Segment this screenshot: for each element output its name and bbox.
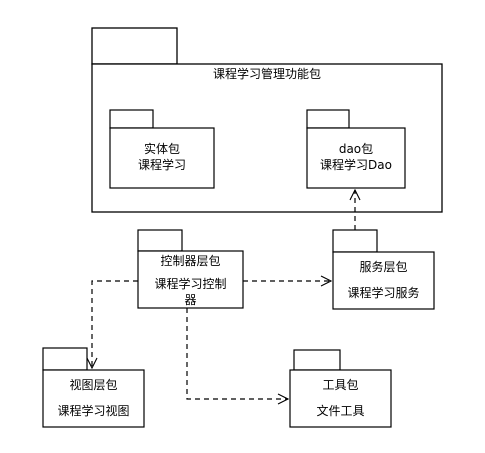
service-package-subtitle: 课程学习服务 xyxy=(347,286,420,300)
controller-package xyxy=(137,229,244,309)
dependency-controller-to-tools xyxy=(186,308,288,399)
view-package-subtitle: 课程学习视图 xyxy=(57,404,130,418)
controller-package-tab xyxy=(137,229,183,252)
view-package-title: 视图层包 xyxy=(69,378,118,392)
view-package-tab xyxy=(42,347,88,371)
dao-package-title: dao包 xyxy=(338,142,374,156)
view-package xyxy=(42,347,145,428)
dao-package-tab xyxy=(306,109,350,129)
view-package-body xyxy=(42,369,145,428)
controller-package-body xyxy=(137,250,244,309)
outer-package-name: 课程学习管理功能包 xyxy=(212,67,321,81)
controller-package-subtitle: 课程学习控制 xyxy=(154,277,227,291)
outer-package-tab xyxy=(91,27,178,65)
tools-package-title: 工具包 xyxy=(322,378,359,392)
controller-package-subtitle-cont: 器 xyxy=(184,293,197,307)
dao-package-body xyxy=(306,127,406,189)
entity-package-tab xyxy=(109,109,154,129)
tools-package-body xyxy=(289,369,392,428)
service-package-tab xyxy=(332,229,378,253)
entity-package-title: 实体包 xyxy=(143,142,180,156)
dependency-controller-to-view xyxy=(92,280,138,368)
entity-package-body xyxy=(109,127,215,189)
tools-package-tab xyxy=(293,349,341,371)
service-package-title: 服务层包 xyxy=(359,260,408,274)
controller-package-title: 控制器层包 xyxy=(160,254,221,268)
service-package-body xyxy=(332,251,435,310)
tools-package xyxy=(289,349,392,428)
dao-package-subtitle: 课程学习Dao xyxy=(320,158,392,172)
tools-package-subtitle: 文件工具 xyxy=(316,404,365,418)
service-package xyxy=(332,229,435,310)
entity-package-subtitle: 课程学习 xyxy=(137,158,186,172)
entity-package xyxy=(109,109,215,189)
dao-package xyxy=(306,109,406,189)
